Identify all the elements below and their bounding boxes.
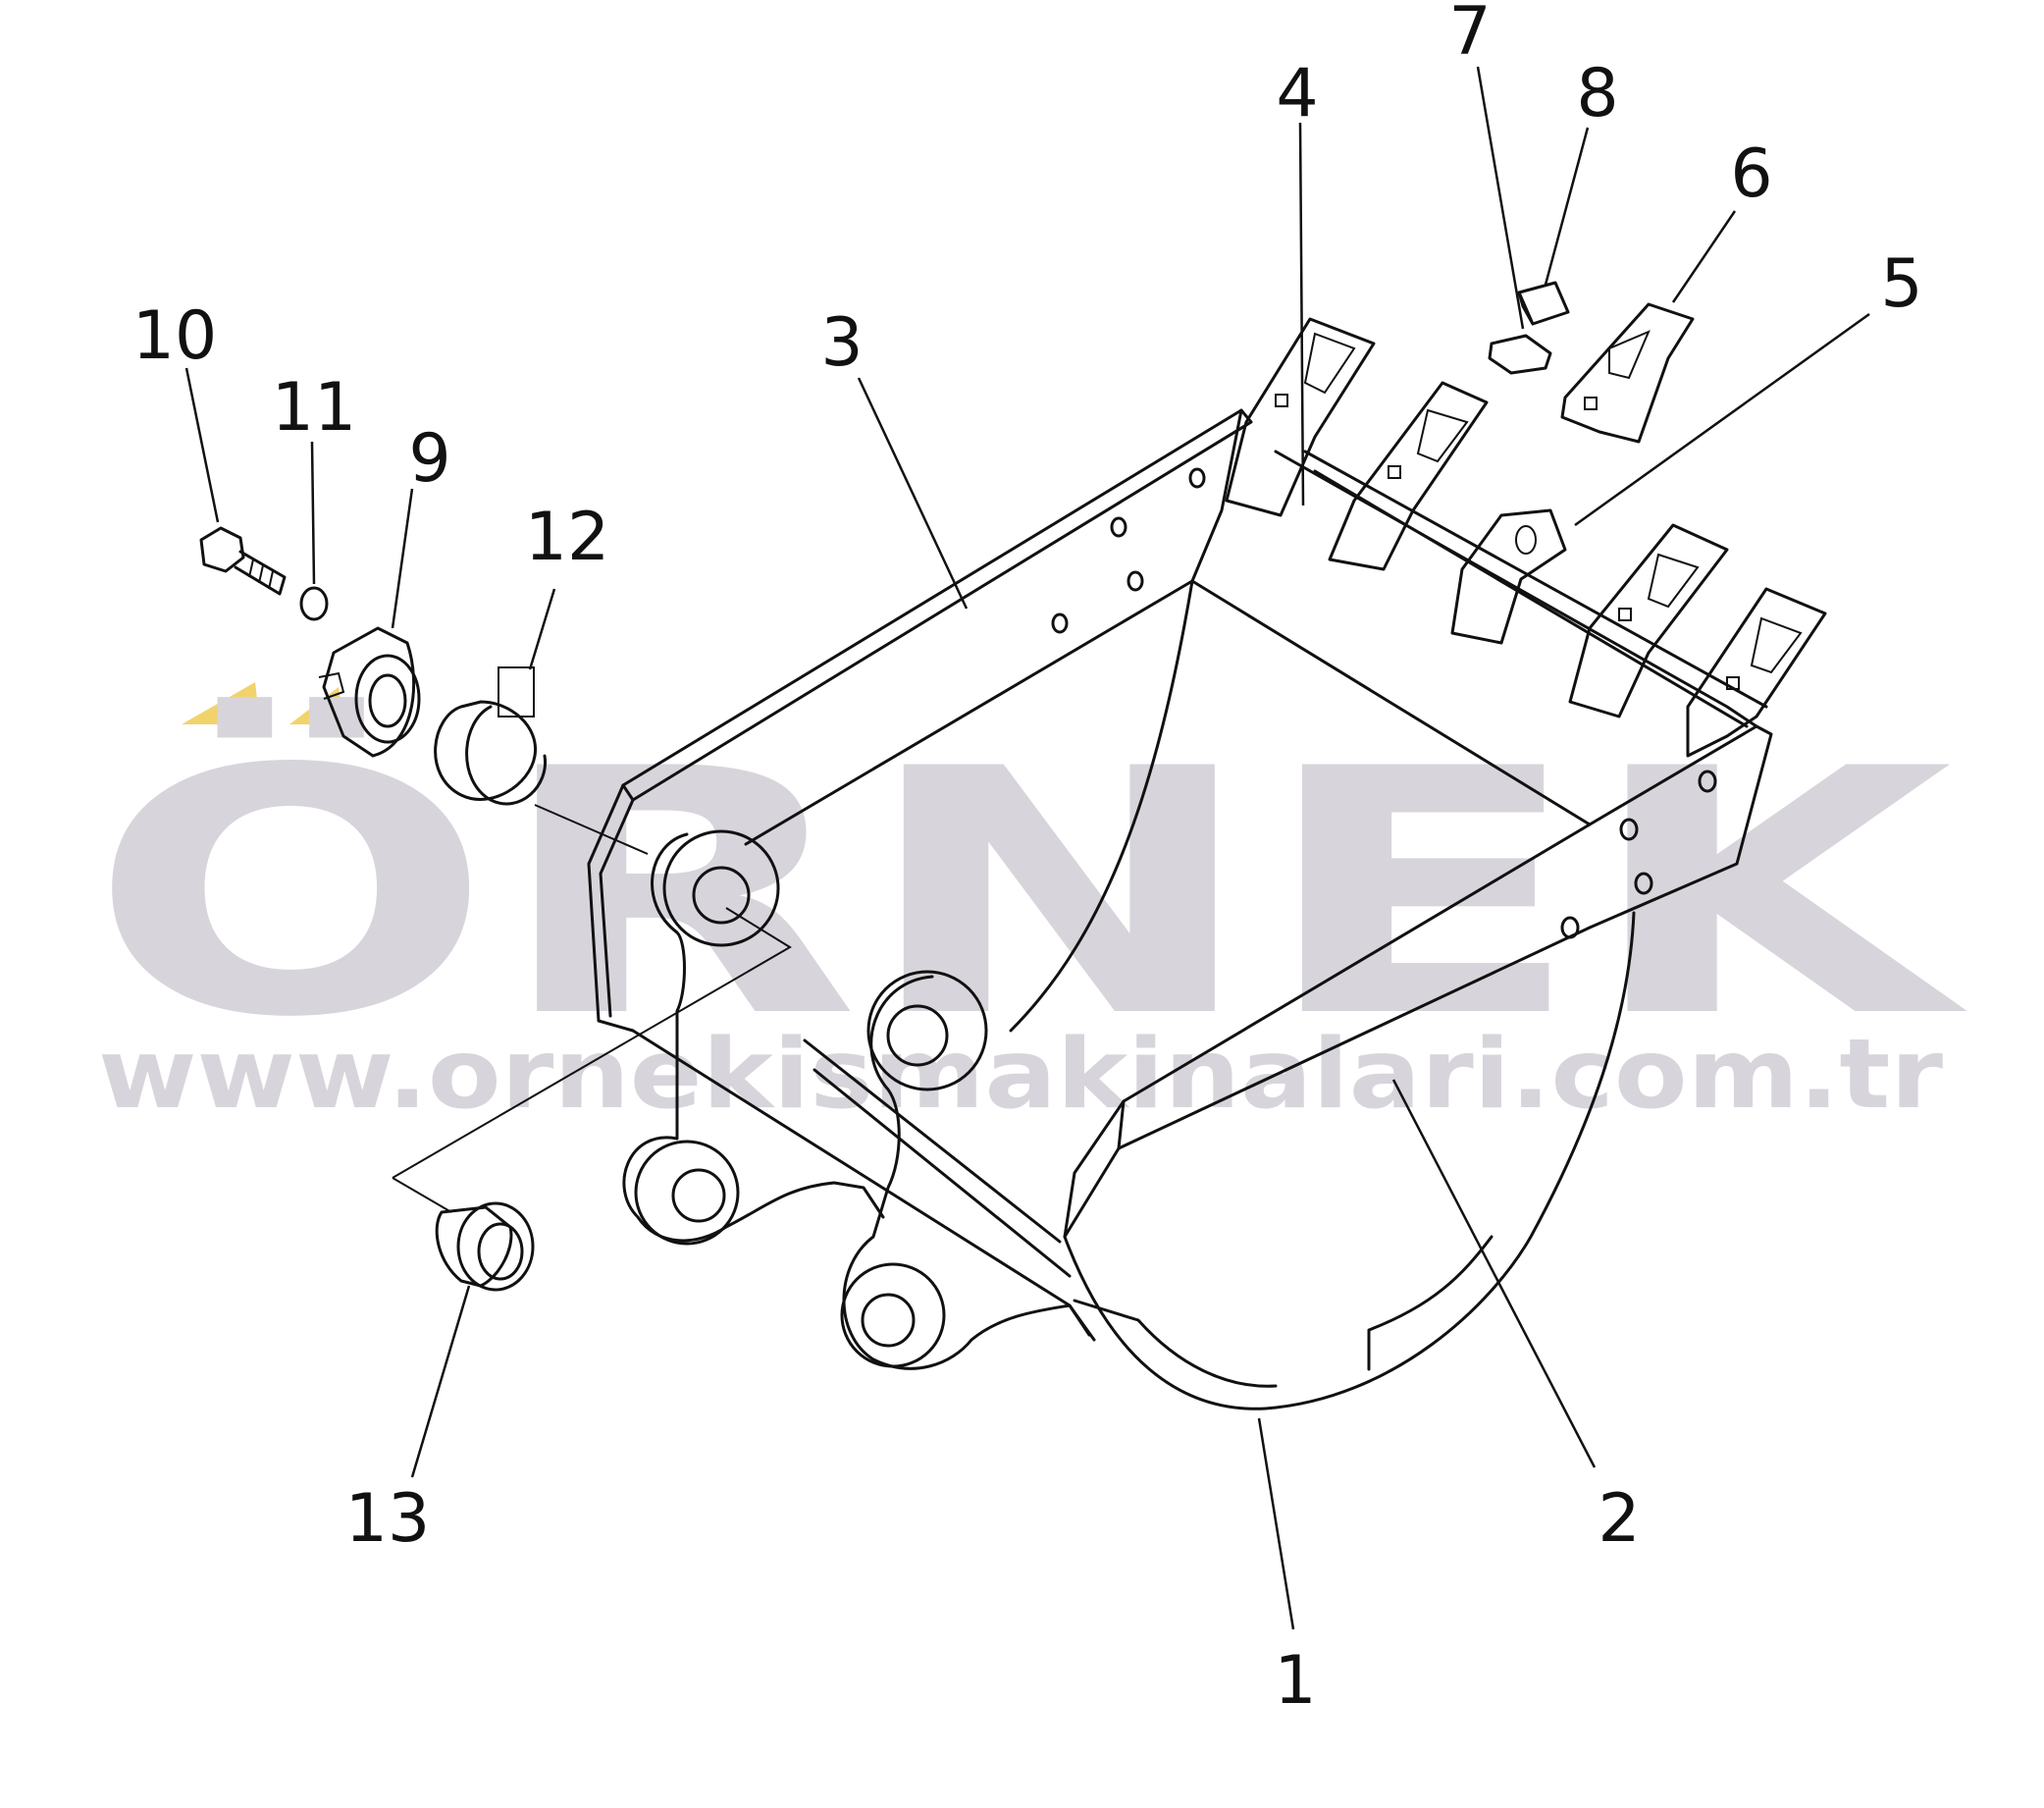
front-face — [1063, 1099, 1126, 1239]
callout-8: 8 — [1576, 55, 1618, 133]
bracket-right-top-bore — [886, 1004, 949, 1067]
bush — [435, 1201, 535, 1292]
leader-8 — [1544, 127, 1590, 286]
leader-1 — [1257, 1417, 1295, 1630]
side-plate-hole-4 — [1560, 916, 1580, 939]
adapter-row — [1303, 450, 1768, 728]
callout-1: 1 — [1274, 1642, 1316, 1720]
tooth-lock — [1488, 334, 1552, 375]
inner-curve — [1009, 579, 1194, 1033]
bolt — [199, 526, 287, 596]
top-plate-hole-2 — [1110, 516, 1127, 538]
bracket-right — [842, 975, 1096, 1370]
callout-2: 2 — [1598, 1480, 1640, 1558]
watermark-brand: ÖRNEK — [88, 694, 1970, 1091]
collar — [318, 626, 421, 758]
bucket-teeth — [1225, 317, 1827, 758]
assembly-line-shims — [534, 804, 649, 855]
callout-12: 12 — [525, 499, 610, 576]
tooth-3-adapter — [1450, 508, 1567, 645]
bottom-shell-inner — [1073, 1235, 1494, 1388]
callout-11: 11 — [272, 369, 357, 447]
callout-9: 9 — [408, 420, 450, 498]
shims — [434, 666, 548, 806]
assembly-line-bush — [392, 907, 792, 1213]
tooth-5 — [1686, 587, 1827, 758]
watermark: ÖRNEK www.ornekismakinalari.com.tr — [88, 682, 1970, 1131]
bracket-right-top-boss — [866, 970, 988, 1091]
leader-12 — [528, 588, 556, 670]
leader-11 — [310, 441, 316, 585]
bottom-shell — [1063, 911, 1636, 1410]
leader-3 — [857, 377, 969, 610]
bracket-right-bottom-bore — [861, 1293, 916, 1348]
callout-5: 5 — [1880, 245, 1922, 323]
tooth-point — [1560, 302, 1695, 444]
leader-5 — [1574, 312, 1870, 527]
callout-labels: 1 2 3 4 5 6 7 8 9 10 11 12 13 — [132, 0, 1923, 1720]
boss-brackets — [622, 829, 1096, 1370]
side-plate-hole-1 — [1698, 770, 1717, 793]
side-plate-hole-3 — [1634, 872, 1653, 895]
bracket-left — [622, 832, 885, 1243]
watermark-url: www.ornekismakinalari.com.tr — [98, 1019, 1944, 1131]
top-plate-hole-1 — [1188, 467, 1206, 489]
bracket-right-bottom-boss — [840, 1262, 946, 1368]
bracket-left-bottom-boss — [634, 1140, 740, 1246]
callout-3: 3 — [820, 304, 863, 382]
bracket-left-bottom-bore — [671, 1168, 726, 1223]
bucket-body — [587, 408, 1773, 1410]
tooth-2 — [1328, 381, 1489, 571]
top-back-edge — [621, 408, 1253, 802]
callout-10: 10 — [132, 297, 218, 375]
leader-4 — [1298, 122, 1305, 506]
leader-10 — [184, 367, 220, 523]
top-plate-hole-4 — [1051, 612, 1069, 634]
watermark-accent-mark-left — [182, 682, 260, 724]
side-plate-hole-2 — [1619, 818, 1639, 841]
callout-6: 6 — [1730, 135, 1772, 213]
callout-7: 7 — [1448, 0, 1491, 71]
left-side-plate — [587, 783, 635, 1033]
callout-13: 13 — [345, 1480, 431, 1558]
cutting-edge-top — [1190, 408, 1243, 583]
washer — [299, 586, 329, 621]
callout-4: 4 — [1276, 55, 1318, 133]
leader-lines — [184, 66, 1870, 1630]
leader-9 — [391, 488, 414, 629]
bracket-left-top-boss — [662, 829, 780, 947]
top-plate-hole-3 — [1127, 570, 1144, 592]
tooth-pin — [1517, 281, 1570, 326]
leader-13 — [410, 1285, 471, 1478]
leader-6 — [1671, 210, 1737, 303]
leader-7 — [1476, 66, 1525, 330]
right-side-plate — [1117, 724, 1773, 1150]
tooth-4 — [1568, 523, 1729, 718]
lower-rib — [803, 1038, 1072, 1278]
leader-2 — [1391, 1079, 1597, 1468]
bracket-left-top-bore — [692, 866, 751, 925]
tooth-1 — [1225, 317, 1376, 517]
